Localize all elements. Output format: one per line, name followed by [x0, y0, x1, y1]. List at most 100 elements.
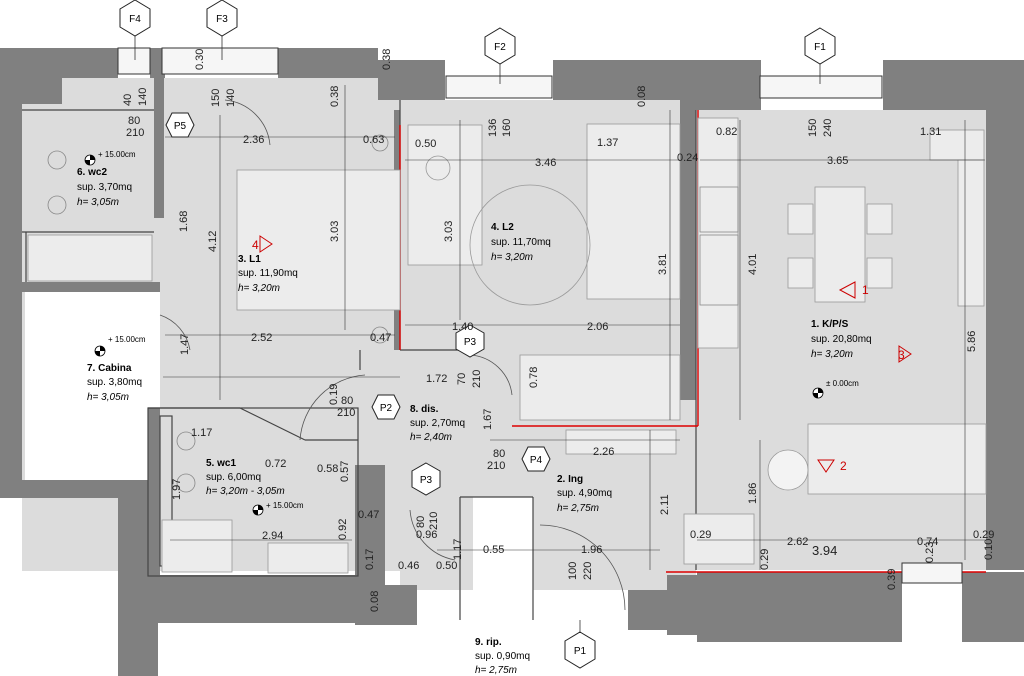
- svg-text:0.29: 0.29: [690, 529, 711, 541]
- door-tag-p2: P2: [371, 394, 401, 420]
- svg-text:+ 15.00cm: + 15.00cm: [98, 150, 136, 159]
- door-tag-p4: P4: [521, 446, 551, 472]
- svg-text:160: 160: [501, 119, 513, 137]
- svg-text:1.68: 1.68: [178, 211, 190, 232]
- svg-text:0.38: 0.38: [329, 86, 341, 107]
- svg-text:8. dis.: 8. dis.: [410, 404, 439, 415]
- svg-text:150: 150: [210, 89, 222, 107]
- floor-cabina: [25, 292, 160, 482]
- svg-text:5. wc1: 5. wc1: [206, 458, 236, 469]
- svg-text:210: 210: [126, 127, 144, 139]
- svg-text:0.72: 0.72: [265, 458, 286, 470]
- svg-text:0.74: 0.74: [917, 536, 938, 548]
- svg-text:0.23: 0.23: [924, 542, 936, 563]
- svg-text:3.81: 3.81: [657, 254, 669, 275]
- svg-text:0.29: 0.29: [973, 529, 994, 541]
- svg-text:0.57: 0.57: [339, 461, 351, 482]
- room-label-3: 3. L1 sup. 11,90mq h= 3,20m: [238, 254, 298, 294]
- svg-text:h= 2,40m: h= 2,40m: [410, 432, 452, 443]
- svg-text:6. wc2: 6. wc2: [77, 167, 107, 178]
- svg-text:2.36: 2.36: [243, 134, 264, 146]
- svg-text:2: 2: [840, 459, 847, 473]
- p1-label: P1: [574, 646, 587, 657]
- svg-text:0.08: 0.08: [636, 86, 648, 107]
- chair-l2: [425, 155, 451, 181]
- view-marker-4: 4: [252, 235, 273, 253]
- svg-text:140: 140: [137, 88, 149, 106]
- svg-text:80: 80: [493, 448, 505, 460]
- window-tag-f3: F3: [206, 0, 238, 37]
- svg-text:0.50: 0.50: [415, 138, 436, 150]
- svg-text:136: 136: [487, 119, 499, 137]
- door-tag-p1: P1: [564, 631, 596, 669]
- svg-text:0.47: 0.47: [370, 332, 391, 344]
- svg-text:0.78: 0.78: [528, 367, 540, 388]
- svg-text:1: 1: [862, 283, 869, 297]
- windows-frames: [117, 47, 963, 584]
- view-marker-1: 1: [838, 281, 869, 299]
- p4-label: P4: [530, 455, 543, 466]
- partitions: [22, 100, 697, 620]
- sanitary: [47, 134, 739, 493]
- svg-text:0.19: 0.19: [328, 384, 340, 405]
- svg-text:sup. 3,70mq: sup. 3,70mq: [77, 182, 132, 193]
- svg-text:210: 210: [471, 370, 483, 388]
- svg-text:1.17: 1.17: [452, 539, 464, 560]
- svg-text:3.94: 3.94: [812, 543, 837, 558]
- p2-label: P2: [380, 403, 393, 414]
- svg-text:1.97: 1.97: [171, 479, 183, 500]
- svg-text:0.58: 0.58: [317, 463, 338, 475]
- svg-text:sup. 2,70mq: sup. 2,70mq: [410, 418, 465, 429]
- svg-text:3.46: 3.46: [535, 157, 556, 169]
- dimension-lines: [163, 85, 985, 570]
- room-label-6: 6. wc2 sup. 3,70mq h= 3,05m: [77, 167, 132, 208]
- svg-text:sup. 20,80mq: sup. 20,80mq: [811, 334, 872, 345]
- svg-text:240: 240: [822, 119, 834, 137]
- svg-text:0.50: 0.50: [436, 560, 457, 572]
- svg-text:0.96: 0.96: [416, 529, 437, 541]
- svg-text:0.63: 0.63: [363, 134, 384, 146]
- svg-text:0.82: 0.82: [716, 126, 737, 138]
- svg-text:1.67: 1.67: [482, 409, 494, 430]
- svg-text:1.17: 1.17: [191, 427, 212, 439]
- svg-text:3. L1: 3. L1: [238, 254, 261, 265]
- svg-text:sup. 4,90mq: sup. 4,90mq: [557, 488, 612, 499]
- svg-text:2. Ing: 2. Ing: [557, 474, 583, 485]
- svg-text:0.10: 0.10: [983, 539, 995, 560]
- svg-text:5.86: 5.86: [966, 331, 978, 352]
- svg-text:1. K/P/S: 1. K/P/S: [811, 319, 849, 330]
- room-label-9: 9. rip. sup. 0,90mq h= 2,75m: [475, 637, 530, 676]
- svg-text:0.17: 0.17: [364, 549, 376, 570]
- svg-text:0.47: 0.47: [358, 509, 379, 521]
- svg-text:2.52: 2.52: [251, 332, 272, 344]
- walls: [0, 48, 1024, 676]
- svg-text:100: 100: [567, 562, 579, 580]
- svg-text:150: 150: [807, 119, 819, 137]
- svg-text:80: 80: [341, 395, 353, 407]
- p3b-label: P3: [420, 475, 433, 486]
- room-label-8: 8. dis. sup. 2,70mq h= 2,40m: [410, 404, 465, 443]
- level-symbol-2: + 15.00cm: [94, 335, 146, 357]
- svg-text:2.62: 2.62: [787, 536, 808, 548]
- svg-text:3.65: 3.65: [827, 155, 848, 167]
- dimensions: 0.38 0.30 40 140 80 210 150 140 0.38 136…: [122, 49, 995, 612]
- view-marker-3: 3: [898, 345, 912, 363]
- f2-label: F2: [494, 42, 506, 53]
- svg-text:sup. 0,90mq: sup. 0,90mq: [475, 651, 530, 662]
- door-tag-p3a: P3: [455, 324, 485, 358]
- room-label-1: 1. K/P/S sup. 20,80mq h= 3,20m: [811, 319, 872, 360]
- svg-text:2.26: 2.26: [593, 446, 614, 458]
- level-symbol-0: ± 0.00cm: [812, 379, 859, 399]
- svg-text:1.40: 1.40: [452, 321, 473, 333]
- svg-text:4.12: 4.12: [207, 231, 219, 252]
- svg-text:sup. 11,90mq: sup. 11,90mq: [238, 268, 298, 279]
- svg-text:h= 3,20m - 3,05m: h= 3,20m - 3,05m: [206, 486, 285, 497]
- room-label-2: 2. Ing sup. 4,90mq h= 2,75m: [557, 474, 612, 514]
- p5-label: P5: [174, 121, 187, 132]
- room-label-7: 7. Cabina sup. 3,80mq h= 3,05m: [87, 363, 142, 403]
- svg-text:sup. 11,70mq: sup. 11,70mq: [491, 237, 551, 248]
- svg-text:0.08: 0.08: [369, 591, 381, 612]
- window-tag-f4: F4: [119, 0, 151, 37]
- svg-text:4.01: 4.01: [747, 254, 759, 275]
